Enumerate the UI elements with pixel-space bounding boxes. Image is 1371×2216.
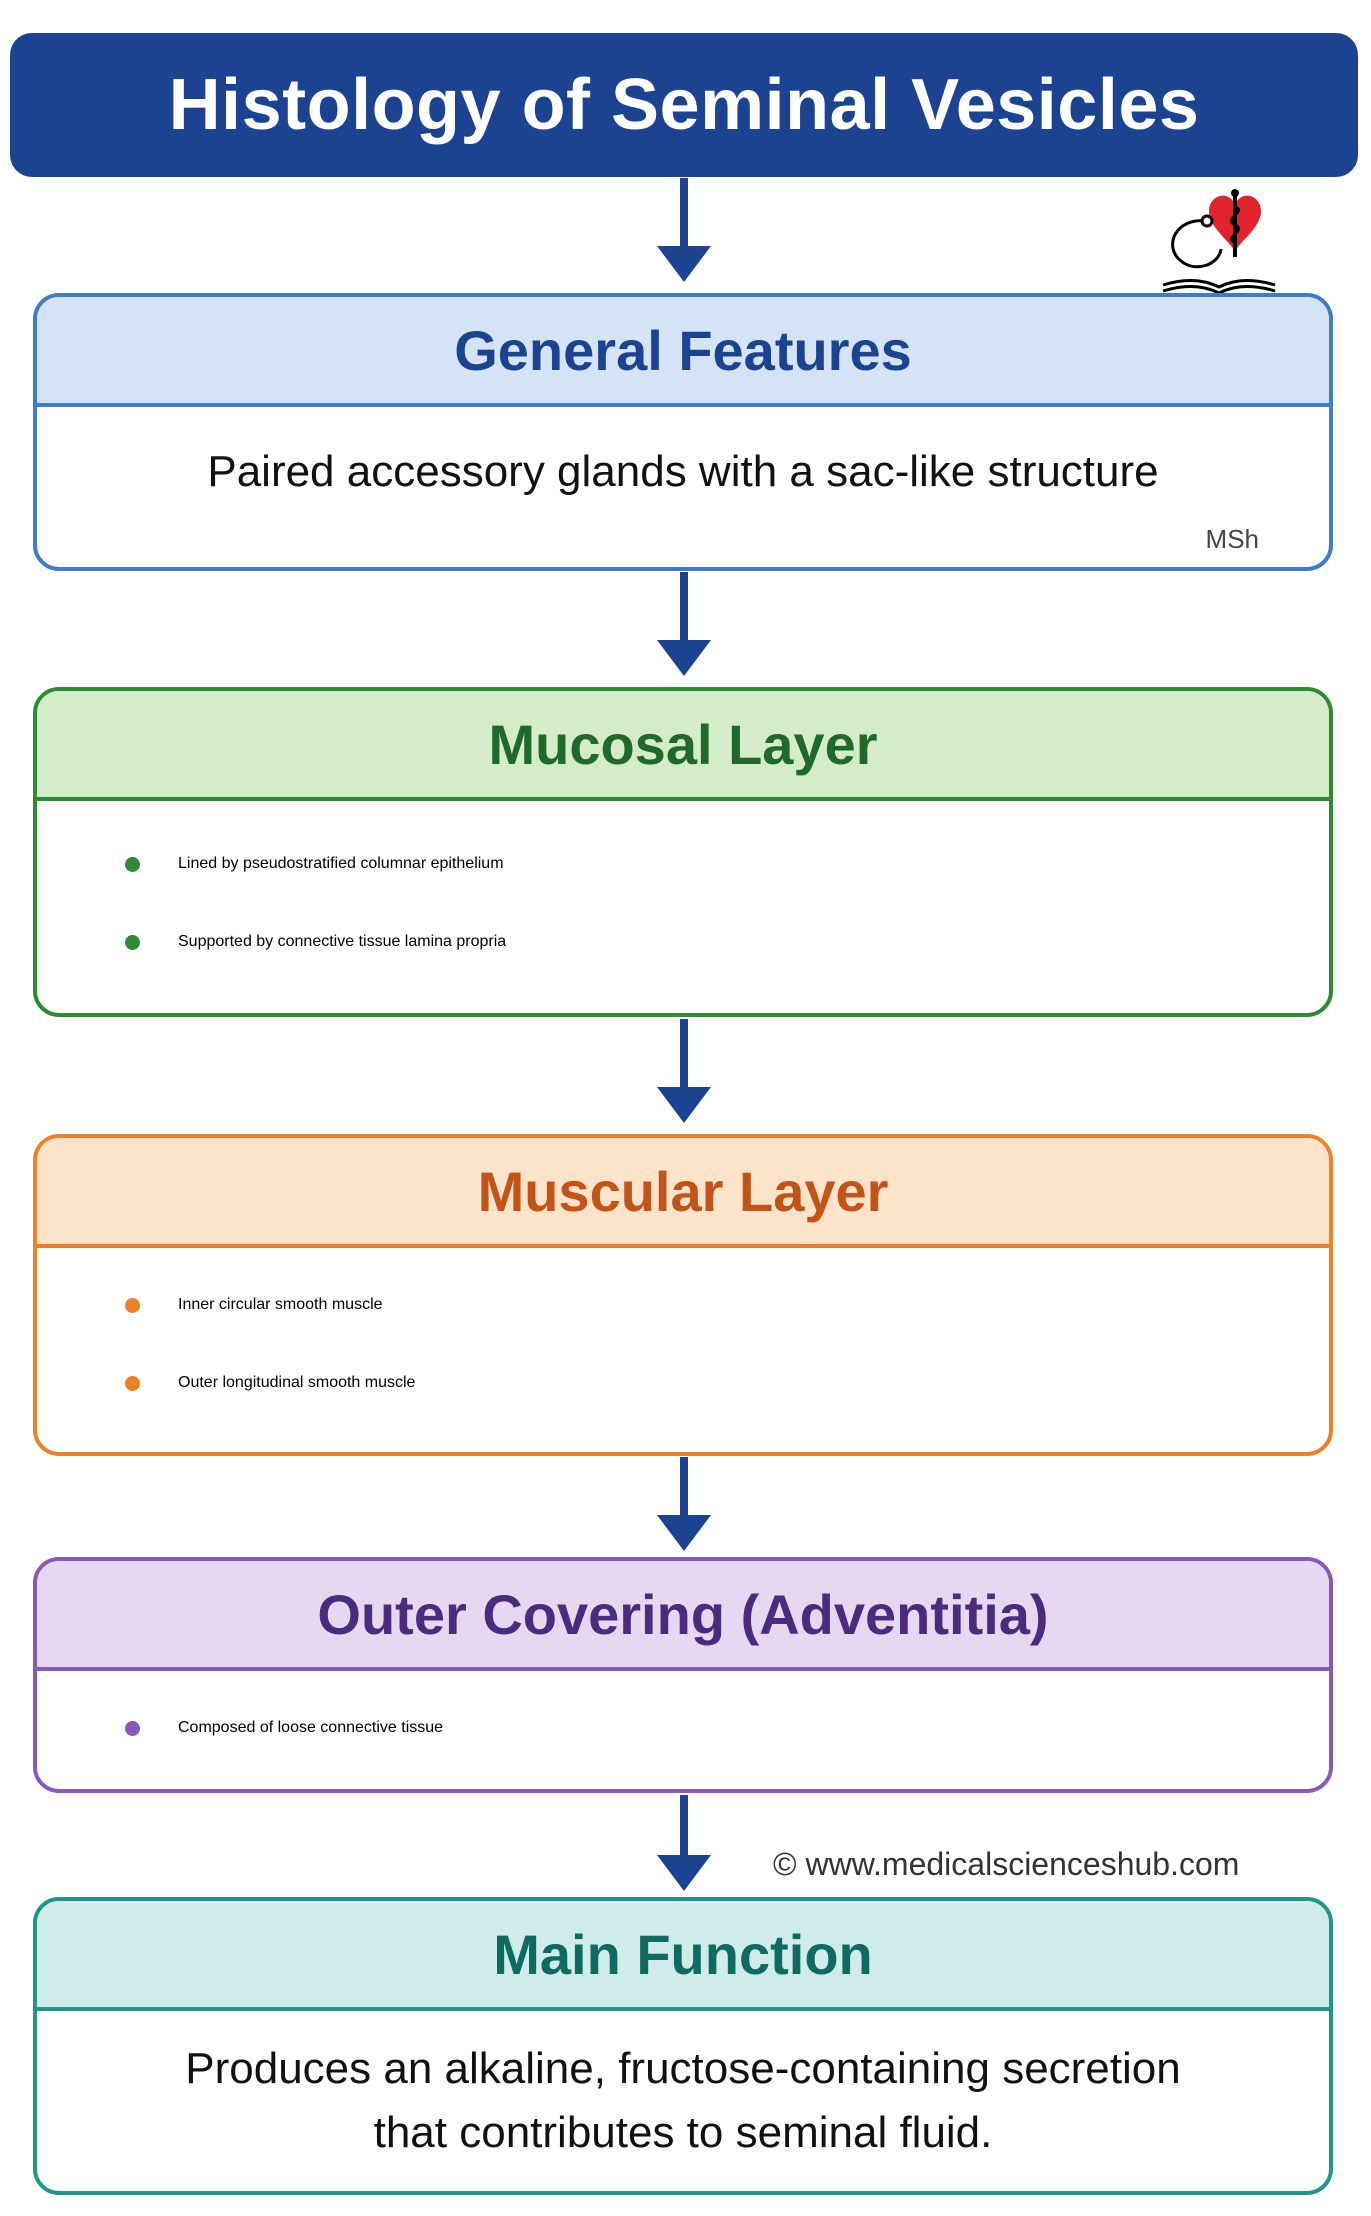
- flow-arrow-1: [657, 178, 711, 282]
- bullet-text: Composed of loose connective tissue: [178, 1719, 444, 1736]
- page-title: Histology of Seminal Vesicles: [10, 33, 1358, 177]
- main-function-line-2: that contributes to seminal fluid.: [373, 2108, 993, 2157]
- outer-covering-heading: Outer Covering (Adventitia): [37, 1561, 1329, 1671]
- general-features-box: General Features Paired accessory glands…: [33, 293, 1333, 571]
- muscular-layer-heading: Muscular Layer: [37, 1138, 1329, 1248]
- list-item: Inner circular smooth muscle: [37, 1266, 1329, 1344]
- main-function-heading: Main Function: [37, 1901, 1329, 2011]
- bullet-dot: [125, 856, 140, 872]
- bullet-text: Supported by connective tissue lamina pr…: [178, 933, 507, 950]
- bullet-text: Inner circular smooth muscle: [178, 1296, 383, 1313]
- outer-covering-box: Outer Covering (Adventitia) Composed of …: [33, 1557, 1333, 1793]
- outer-covering-list: Composed of loose connective tissue: [37, 1671, 1329, 1767]
- list-item: Supported by connective tissue lamina pr…: [37, 903, 1329, 981]
- bullet-dot: [125, 1375, 140, 1391]
- mucosal-layer-heading: Mucosal Layer: [37, 691, 1329, 801]
- flow-arrow-3: [657, 1019, 711, 1123]
- heart-stethoscope-book-icon: [1159, 189, 1279, 299]
- list-item: Lined by pseudostratified columnar epith…: [37, 825, 1329, 903]
- list-item: Outer longitudinal smooth muscle: [37, 1344, 1329, 1422]
- msh-mark: MSh: [1205, 524, 1259, 554]
- flow-arrow-4: [657, 1457, 711, 1551]
- main-function-box: Main Function Produces an alkaline, fruc…: [33, 1897, 1333, 2195]
- main-function-line-1: Produces an alkaline, fructose-containin…: [185, 2044, 1181, 2093]
- muscular-layer-box: Muscular Layer Inner circular smooth mus…: [33, 1134, 1333, 1456]
- general-features-text: Paired accessory glands with a sac-like …: [207, 447, 1159, 496]
- mucosal-layer-list: Lined by pseudostratified columnar epith…: [37, 801, 1329, 981]
- flow-arrow-5: [657, 1795, 711, 1891]
- muscular-layer-list: Inner circular smooth muscle Outer longi…: [37, 1248, 1329, 1422]
- copyright-text: © www.medicalscienceshub.com: [773, 1846, 1240, 1882]
- general-features-heading: General Features: [37, 297, 1329, 407]
- bullet-text: Outer longitudinal smooth muscle: [178, 1374, 416, 1391]
- mucosal-layer-box: Mucosal Layer Lined by pseudostratified …: [33, 687, 1333, 1017]
- flow-arrow-2: [657, 572, 711, 676]
- bullet-text: Lined by pseudostratified columnar epith…: [178, 855, 504, 872]
- list-item: Composed of loose connective tissue: [37, 1689, 1329, 1767]
- bullet-dot: [125, 1720, 140, 1736]
- bullet-dot: [125, 1297, 140, 1313]
- bullet-dot: [125, 934, 140, 950]
